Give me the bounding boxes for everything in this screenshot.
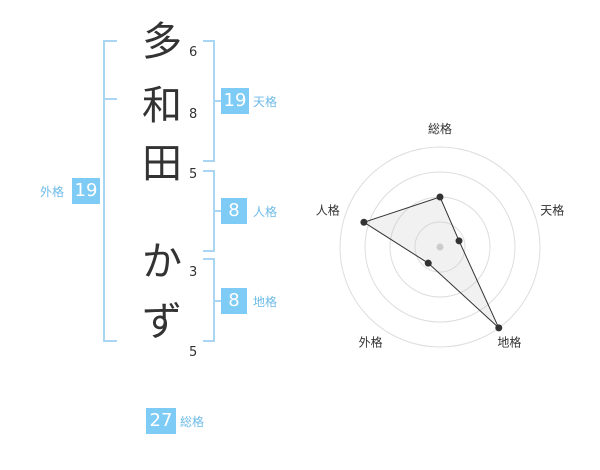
- radar-axis-label-2: 天格: [540, 203, 564, 218]
- soukaku-label: 総格: [180, 415, 205, 429]
- stroke-count-5: 5: [189, 345, 198, 360]
- name-char-5: ず: [142, 299, 182, 345]
- name-char-1: 多: [142, 19, 182, 65]
- name-char-4: か: [142, 239, 182, 285]
- gaikaku-bracket: [103, 40, 117, 342]
- radar-point-2: [455, 237, 463, 245]
- tenkaku-value: 19: [221, 88, 249, 114]
- radar-axis-label-3: 地格: [497, 334, 521, 349]
- jinkaku-value: 8: [221, 198, 247, 224]
- radar-ring: [339, 146, 541, 348]
- gaikaku-bracket-tick: [105, 98, 117, 100]
- radar-point-5: [360, 218, 368, 226]
- chikaku-value: 8: [221, 288, 247, 314]
- jinkaku-connector: [213, 210, 221, 212]
- radar-point-3: [495, 324, 503, 332]
- tenkaku-connector: [213, 100, 221, 102]
- radar-center: [436, 243, 444, 251]
- radar-axis-label-1: 総格: [428, 121, 452, 136]
- stroke-count-2: 8: [189, 107, 198, 122]
- jinkaku-label: 人格: [253, 205, 278, 219]
- gaikaku-label: 外格: [40, 185, 65, 199]
- radar-ring: [414, 221, 466, 273]
- radar-point-4: [424, 259, 432, 267]
- radar-axis-label-5: 人格: [316, 203, 340, 218]
- name-char-2: 和: [142, 83, 182, 129]
- radar-axis-label-4: 外格: [359, 334, 383, 349]
- chikaku-label: 地格: [253, 295, 278, 309]
- gaikaku-value: 19: [72, 178, 100, 204]
- radar-ring: [364, 171, 516, 323]
- chikaku-connector: [213, 300, 221, 302]
- radar-point-1: [436, 193, 444, 201]
- stroke-count-4: 3: [189, 265, 198, 280]
- stroke-count-1: 6: [189, 45, 198, 60]
- name-char-3: 田: [142, 141, 182, 187]
- stroke-count-3: 5: [189, 167, 198, 182]
- soukaku-value: 27: [146, 408, 176, 434]
- tenkaku-label: 天格: [253, 95, 278, 109]
